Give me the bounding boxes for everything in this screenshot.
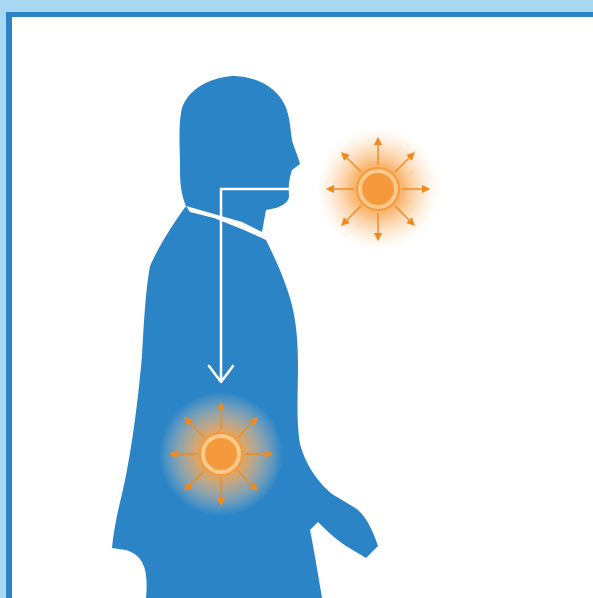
external-source-radiating-sun-icon <box>316 127 440 251</box>
internal-source-radiating-sun-icon <box>159 392 283 516</box>
